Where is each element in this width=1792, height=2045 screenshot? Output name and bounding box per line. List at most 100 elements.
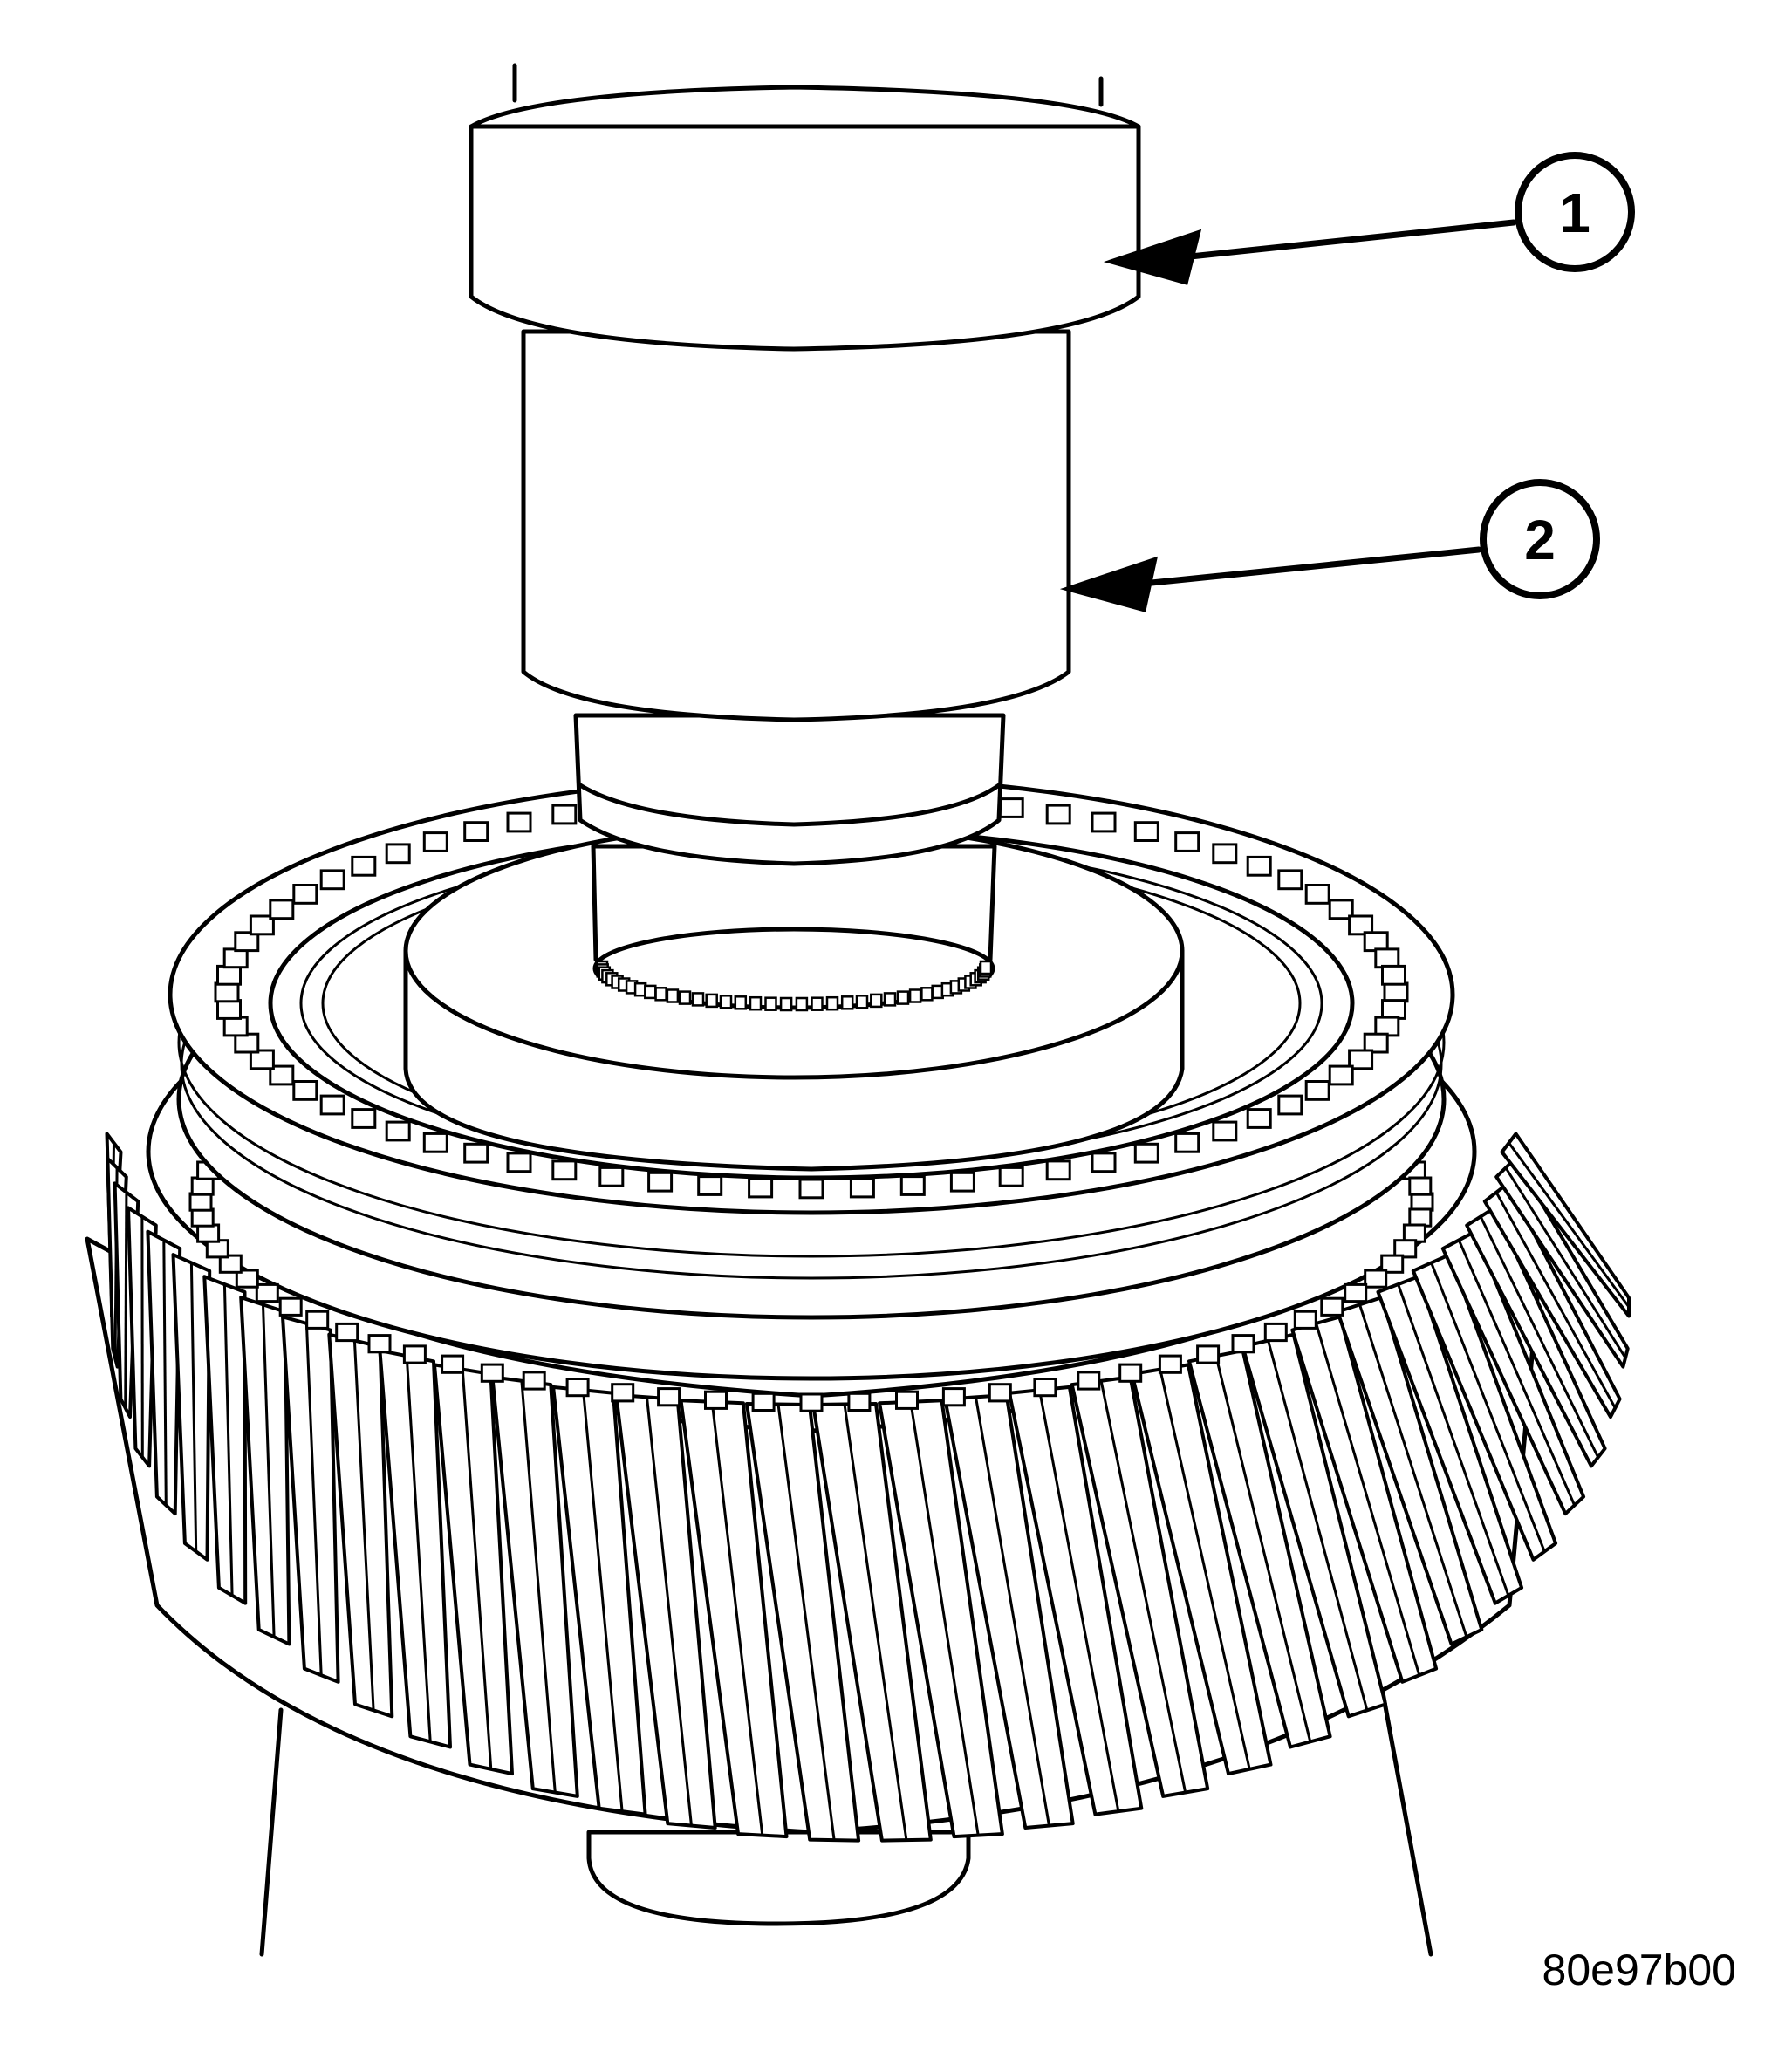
ring-tooth bbox=[192, 1178, 213, 1194]
ring-tooth bbox=[901, 1177, 924, 1195]
ring-tooth bbox=[1035, 1379, 1056, 1396]
ring-tooth bbox=[1135, 1144, 1158, 1162]
ring-tooth bbox=[424, 1133, 447, 1152]
ring-tooth bbox=[1322, 1298, 1343, 1315]
ring-tooth bbox=[465, 823, 488, 841]
ring-tooth bbox=[1330, 1066, 1352, 1084]
knurl-tooth bbox=[645, 986, 655, 998]
knurl-tooth bbox=[750, 997, 761, 1009]
ring-tooth bbox=[1383, 1001, 1406, 1019]
ring-tooth bbox=[1412, 1193, 1433, 1210]
handle-collar bbox=[471, 127, 1139, 349]
ring-tooth bbox=[1279, 871, 1302, 889]
ring-tooth bbox=[224, 1017, 247, 1036]
knurl-tooth bbox=[981, 961, 991, 974]
ring-tooth bbox=[849, 1393, 870, 1410]
ring-tooth bbox=[1385, 983, 1407, 1002]
ring-tooth bbox=[337, 1323, 358, 1340]
knurl-tooth bbox=[910, 990, 920, 1002]
knurl-tooth bbox=[656, 988, 667, 1000]
ring-tooth bbox=[943, 1389, 964, 1406]
ring-tooth bbox=[321, 871, 344, 889]
ring-tooth bbox=[1410, 1178, 1431, 1194]
knurl-tooth bbox=[842, 996, 852, 1009]
callout-2-arrowhead bbox=[1064, 558, 1156, 611]
ring-tooth bbox=[1306, 886, 1329, 904]
ring-tooth bbox=[553, 1161, 576, 1180]
handle-top-arc bbox=[471, 87, 1139, 127]
ring-tooth bbox=[1078, 1372, 1099, 1389]
callout-1-leader bbox=[1182, 222, 1514, 257]
ring-tooth bbox=[600, 1167, 623, 1186]
ring-tooth bbox=[508, 1153, 530, 1172]
ring-tooth bbox=[482, 1364, 503, 1381]
ring-tooth bbox=[369, 1336, 390, 1352]
ring-tooth bbox=[294, 886, 317, 904]
ring-tooth bbox=[1047, 805, 1070, 824]
ring-tooth bbox=[424, 833, 447, 852]
ring-tooth bbox=[386, 1122, 409, 1140]
knurl-tooth bbox=[885, 993, 895, 1005]
ring-tooth bbox=[1214, 845, 1236, 863]
knurl-tooth bbox=[921, 988, 932, 1000]
ring-tooth bbox=[307, 1311, 328, 1328]
ring-tooth bbox=[699, 1177, 722, 1195]
ring-tooth bbox=[270, 900, 293, 919]
ring-tooth bbox=[1092, 813, 1115, 831]
lower-shaft-right bbox=[1383, 1693, 1431, 1954]
ring-tooth bbox=[280, 1298, 301, 1315]
ring-tooth bbox=[706, 1392, 727, 1408]
ring-tooth bbox=[321, 1096, 344, 1114]
ring-tooth bbox=[1159, 1356, 1180, 1372]
knurl-tooth bbox=[766, 998, 776, 1010]
ring-tooth bbox=[1092, 1153, 1115, 1172]
gear-tooth-face bbox=[126, 1193, 127, 1408]
knurl-tooth bbox=[797, 998, 807, 1010]
ring-tooth bbox=[989, 1385, 1010, 1401]
ring-tooth bbox=[801, 1394, 822, 1411]
callout-1: 1 bbox=[1108, 155, 1631, 284]
ring-tooth bbox=[352, 1110, 375, 1128]
ring-tooth bbox=[465, 1144, 488, 1162]
ring-tooth bbox=[1198, 1346, 1219, 1363]
ring-tooth bbox=[190, 1193, 211, 1210]
ring-tooth bbox=[897, 1392, 918, 1408]
ring-tooth bbox=[386, 845, 409, 863]
ring-tooth bbox=[1000, 1167, 1023, 1186]
callout-2: 2 bbox=[1064, 482, 1597, 611]
knurl-tooth bbox=[812, 998, 823, 1010]
knurl-tooth bbox=[667, 990, 678, 1002]
ring-tooth bbox=[649, 1173, 672, 1191]
shaft-stub bbox=[589, 1832, 968, 1924]
knurl-tooth bbox=[693, 993, 703, 1005]
callout-2-leader bbox=[1134, 550, 1479, 585]
ring-tooth bbox=[218, 1001, 241, 1019]
ring-tooth bbox=[218, 966, 241, 984]
ring-tooth bbox=[294, 1082, 317, 1100]
ring-tooth bbox=[523, 1372, 544, 1389]
figure-id: 80e97b00 bbox=[1542, 1946, 1736, 1994]
ring-tooth bbox=[256, 1284, 277, 1301]
knurl-tooth bbox=[781, 998, 791, 1010]
knurl-tooth bbox=[871, 995, 881, 1007]
knurl-tooth bbox=[721, 995, 731, 1008]
ring-tooth bbox=[1410, 1209, 1431, 1226]
ring-tooth bbox=[1047, 1161, 1070, 1180]
ring-tooth bbox=[659, 1389, 680, 1406]
knurl-tooth bbox=[707, 995, 717, 1007]
knurl-tooth bbox=[857, 995, 867, 1008]
ring-tooth bbox=[800, 1180, 823, 1198]
ring-tooth bbox=[1365, 1270, 1386, 1287]
ring-tooth bbox=[951, 1173, 974, 1191]
ring-tooth bbox=[1000, 799, 1023, 817]
ring-tooth bbox=[1233, 1336, 1254, 1352]
ring-tooth bbox=[749, 1179, 772, 1197]
ring-tooth bbox=[1306, 1082, 1329, 1100]
ring-tooth bbox=[567, 1379, 588, 1396]
ring-tooth bbox=[1248, 1110, 1270, 1128]
ring-tooth bbox=[1120, 1364, 1141, 1381]
ring-tooth bbox=[1265, 1323, 1286, 1340]
ring-tooth bbox=[1135, 823, 1158, 841]
ring-tooth bbox=[1176, 1133, 1199, 1152]
